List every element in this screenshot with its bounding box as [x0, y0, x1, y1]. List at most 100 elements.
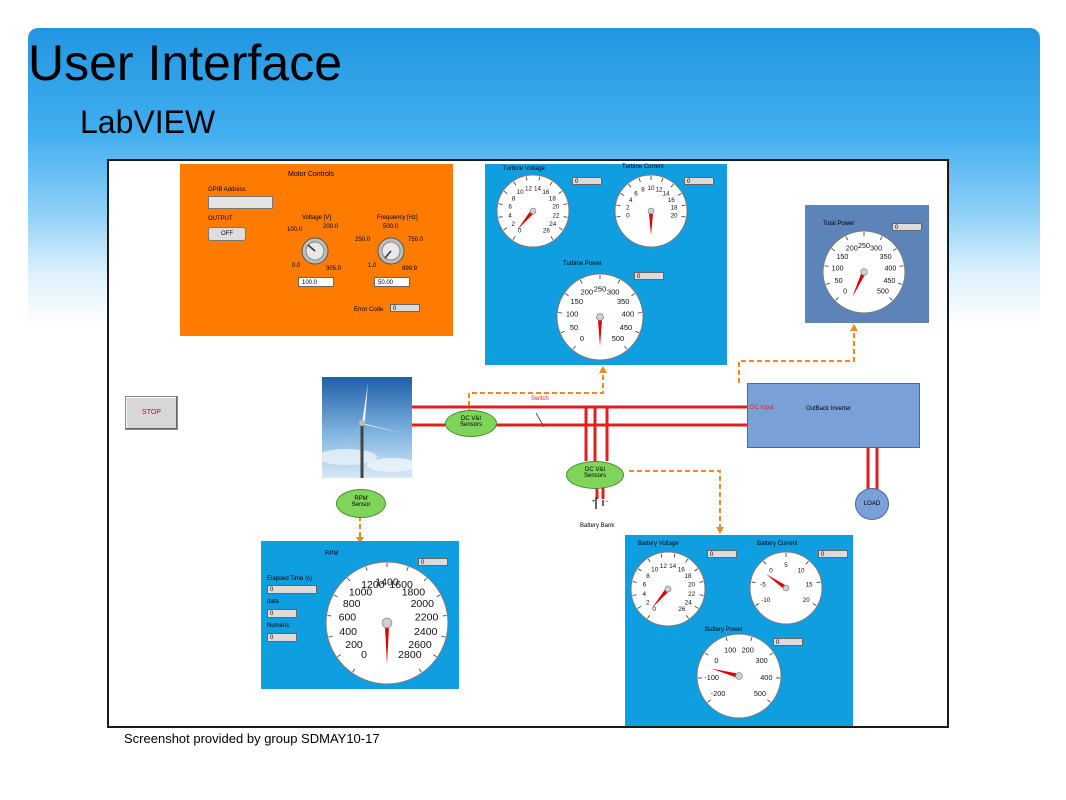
gauge-tick	[685, 558, 689, 563]
battery-plus-label: +	[592, 499, 596, 505]
gauge-tick	[638, 568, 642, 572]
gauge-tick	[550, 236, 554, 240]
gauge-tick-label: 24	[685, 600, 693, 607]
gauge-tick-label: 8	[641, 186, 645, 193]
gauge-tick	[699, 581, 704, 583]
gauge-tick-label: 0	[626, 213, 630, 220]
gauge-tick	[436, 594, 441, 598]
gauge-hub	[735, 672, 743, 680]
labview-front-panel: Motor Controls GPIB Address OUTPUT OFF V…	[107, 159, 949, 728]
gauge-tick-label: 1600	[389, 579, 413, 591]
gauge-tick-label: 14	[669, 563, 677, 570]
gauge-tick-label: 0	[518, 228, 522, 235]
gauge-tick	[498, 216, 503, 218]
gauge-title: Battery Voltage	[638, 541, 679, 547]
voltage-numeric-input[interactable]: 100.0	[298, 277, 334, 287]
elapsed-time-indicator: 0	[267, 585, 317, 594]
gauge-tick-label: 5	[784, 562, 788, 569]
gauge-tick	[670, 183, 674, 188]
dc-sensor-battery: DC V&I Sensors	[566, 461, 624, 489]
gauge-tick-label: 8	[512, 195, 516, 202]
slide-caption: Screenshot provided by group SDMAY10-17	[124, 731, 380, 746]
sensor-label: Sensors	[459, 422, 482, 428]
gauge-tick	[525, 176, 528, 181]
gauge-tick-label: 4	[508, 213, 512, 220]
gauge-tick	[423, 577, 428, 582]
gauge-tick	[673, 553, 676, 558]
gauge-tick-label: -200	[711, 689, 726, 698]
gauge-tick	[725, 637, 728, 642]
gauge-tick-label: 0	[361, 649, 367, 661]
gauge-tick	[647, 614, 650, 619]
gauge-tick-label: 14	[534, 186, 541, 193]
gauge-tick	[660, 553, 663, 558]
gauge-tick	[328, 635, 333, 638]
gauge-hub	[860, 268, 868, 276]
gauge-tick	[769, 652, 774, 656]
voltage-knob[interactable]	[300, 236, 330, 266]
gauge-hub	[782, 584, 790, 592]
battery-power-indicator: 0	[773, 638, 803, 646]
gauge-tick	[558, 190, 563, 194]
gauge-tick-label: 2800	[398, 649, 422, 661]
frequency-numeric-input[interactable]: 50.00	[374, 277, 410, 287]
gauge-tick-label: 10	[517, 189, 524, 196]
gauge-tick	[337, 654, 341, 658]
gauge-tick-label: 100	[566, 310, 578, 319]
dc-sensor-turbine: DC V&I Sensors	[445, 410, 497, 437]
gauge-tick	[433, 654, 437, 658]
gauge-tick-label: 0	[714, 656, 718, 665]
gauge-tick	[365, 566, 368, 571]
gauge-tick	[632, 581, 637, 583]
frequency-knob[interactable]	[376, 236, 406, 266]
wind-turbine-image	[322, 377, 412, 478]
gauge-tick	[677, 193, 682, 196]
stop-button[interactable]: STOP	[125, 396, 178, 430]
gauge-tick-label: 1800	[402, 587, 426, 599]
gauge-tick-label: 150	[836, 253, 848, 261]
motor-controls-panel: Motor Controls GPIB Address OUTPUT OFF V…	[180, 164, 453, 336]
gauge-title: RPM	[325, 551, 339, 557]
gauge-tick-label: 2000	[411, 598, 435, 610]
sensor-label: Sensors	[583, 473, 606, 479]
gauge-tick-label: 300	[607, 288, 619, 297]
gauge-tick	[816, 581, 821, 584]
gauge-tick-label: 200	[742, 646, 754, 655]
gauge-tick-label: 26	[678, 606, 686, 613]
gauge-tick-label: 2	[646, 600, 650, 607]
gauge-tick	[617, 279, 621, 284]
gauge-tick	[899, 265, 904, 267]
gauge-tick-label: 50	[835, 277, 843, 285]
data-indicator: 0	[267, 609, 297, 618]
gauge-tick	[835, 297, 839, 301]
gauge-tick-label: 200	[345, 639, 363, 651]
gauge-tick-label: 22	[688, 591, 696, 598]
gauge-tick-label: 800	[343, 598, 361, 610]
gauge-tick-label: -5	[760, 581, 766, 588]
gauge-tick-label: 18	[684, 573, 692, 580]
gauge-tick-label: 600	[339, 612, 357, 624]
numeric-indicator: 0	[267, 633, 297, 642]
gauge-tick-label: 50	[570, 323, 578, 332]
numeric-label: Numeric	[267, 623, 290, 629]
gauge-tick-label: 20	[803, 597, 810, 604]
gauge-tick	[346, 577, 351, 582]
gauge-needle	[765, 573, 788, 590]
gpib-address-label: GPIB Address	[208, 187, 246, 193]
outback-inverter-block: DC Input OutBack Inverter	[747, 383, 920, 448]
gauge-title: Battery Current	[757, 541, 798, 547]
frequency-tick-label: 750.0	[408, 237, 424, 243]
gauge-tick-label: 250	[858, 242, 870, 250]
error-code-label: Error Code	[354, 307, 384, 313]
gauge-tick-label: 450	[620, 323, 632, 332]
gauge-tick-label: 2600	[408, 639, 432, 651]
gauge-tick	[628, 183, 632, 188]
gauge-tick-label: 20	[552, 204, 559, 211]
rpm-indicator: 0	[418, 558, 448, 566]
gauge-needle	[384, 623, 390, 665]
gpib-address-input[interactable]	[208, 196, 273, 209]
gauge-tick-label: 300	[756, 656, 768, 665]
gauge-tick-label: 400	[760, 673, 772, 682]
output-toggle-button[interactable]: OFF	[208, 227, 246, 241]
voltage-tick-label: 305.0	[326, 266, 342, 272]
